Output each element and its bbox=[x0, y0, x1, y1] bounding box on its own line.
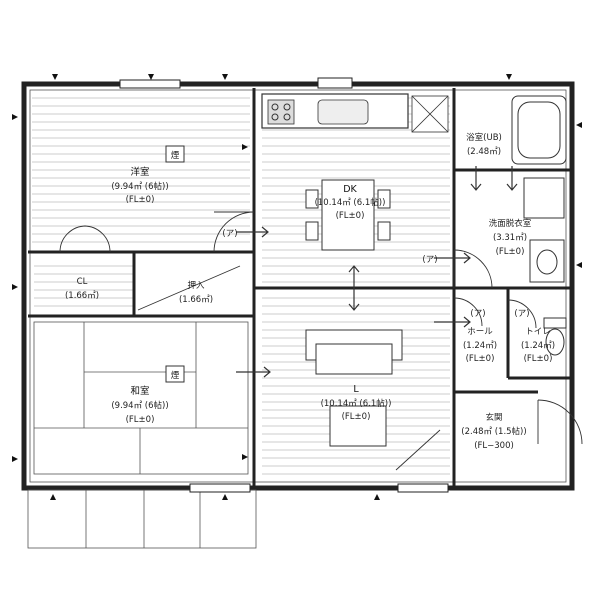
exterior-wall bbox=[21, 81, 575, 491]
room-floor: (FL±0) bbox=[126, 415, 155, 425]
room-floor: (FL±0) bbox=[524, 354, 553, 364]
room-area: (1.66㎡) bbox=[65, 291, 99, 301]
room-living: L (10.14㎡ (6.1帖)) (FL±0) bbox=[321, 384, 392, 422]
room-area: (1.24㎡) bbox=[521, 341, 555, 351]
room-floor: (FL−300) bbox=[474, 441, 514, 451]
bathtub bbox=[511, 95, 567, 165]
room-bath: 浴室(UB) (2.48㎡) bbox=[466, 132, 502, 157]
room-closet: CL (1.66㎡) bbox=[65, 277, 99, 301]
room-western: 洋室 (9.94㎡ (6帖)) (FL±0) bbox=[111, 166, 168, 205]
room-entrance: 玄関 (2.48㎡ (1.5帖)) (FL−300) bbox=[461, 412, 526, 451]
room-oshiire: 押入 (1.66㎡) bbox=[179, 280, 213, 305]
room-name: L bbox=[353, 384, 359, 395]
sofa-set bbox=[305, 329, 403, 447]
room-area: (1.24㎡) bbox=[463, 341, 497, 351]
room-floor: (FL±0) bbox=[336, 211, 365, 221]
door-type-label: (ア) bbox=[470, 309, 485, 319]
smoke-detector-western: 煙 bbox=[165, 145, 185, 163]
tatami-mats bbox=[33, 321, 249, 475]
kitchen-counter bbox=[261, 93, 449, 133]
smoke-detector-label: 煙 bbox=[171, 151, 180, 161]
door-type-label: (ア) bbox=[422, 255, 437, 265]
washbasin bbox=[523, 177, 565, 283]
door-type-label: (ア) bbox=[514, 309, 529, 319]
room-name: 浴室(UB) bbox=[466, 132, 502, 143]
room-washroom: 洗面脱衣室 (3.31㎡) (FL±0) bbox=[489, 218, 532, 257]
smoke-detector-label: 煙 bbox=[171, 371, 180, 381]
room-area: (9.94㎡ (6帖)) bbox=[111, 181, 168, 192]
room-name: CL bbox=[77, 277, 88, 287]
dining-table bbox=[305, 179, 391, 251]
circulation-arrows bbox=[236, 166, 518, 378]
room-name: 押入 bbox=[187, 280, 205, 291]
room-name: DK bbox=[343, 184, 357, 195]
veranda bbox=[27, 489, 257, 549]
room-floor: (FL±0) bbox=[342, 412, 371, 422]
room-name: 玄関 bbox=[485, 412, 502, 423]
toilet-fixture bbox=[543, 317, 567, 356]
room-area: (9.94㎡ (6帖)) bbox=[111, 400, 168, 411]
room-name: 洋室 bbox=[130, 166, 149, 178]
doors bbox=[59, 211, 583, 471]
smoke-detector-japanese: 煙 bbox=[165, 365, 185, 383]
room-floor: (FL±0) bbox=[496, 247, 525, 257]
room-name: トイレ bbox=[525, 327, 551, 337]
room-floor: (FL±0) bbox=[126, 195, 155, 205]
exterior-wall-inner-line bbox=[29, 89, 567, 483]
room-floor: (FL±0) bbox=[466, 354, 495, 364]
room-area: (10.14㎡ (6.1帖)) bbox=[315, 197, 386, 208]
room-area: (2.48㎡ (1.5帖)) bbox=[461, 426, 526, 437]
perimeter-markers bbox=[12, 74, 582, 500]
door-type-label: (ア) bbox=[222, 229, 237, 239]
western-room-flooring bbox=[32, 97, 250, 243]
room-area: (10.14㎡ (6.1帖)) bbox=[321, 398, 392, 409]
room-dk: DK (10.14㎡ (6.1帖)) (FL±0) bbox=[315, 184, 386, 221]
room-area: (3.31㎡) bbox=[493, 233, 527, 243]
room-name: 洗面脱衣室 bbox=[489, 218, 532, 229]
room-name: 和室 bbox=[130, 385, 149, 397]
room-hall: ホール (1.24㎡) (FL±0) bbox=[463, 327, 497, 364]
room-area: (2.48㎡) bbox=[467, 147, 501, 157]
windows bbox=[119, 77, 449, 493]
room-name: ホール bbox=[467, 327, 493, 337]
room-toilet: トイレ (1.24㎡) (FL±0) bbox=[521, 327, 555, 364]
closet-flooring bbox=[34, 265, 134, 307]
room-area: (1.66㎡) bbox=[179, 295, 213, 305]
room-japanese: 和室 (9.94㎡ (6帖)) (FL±0) bbox=[111, 385, 168, 425]
